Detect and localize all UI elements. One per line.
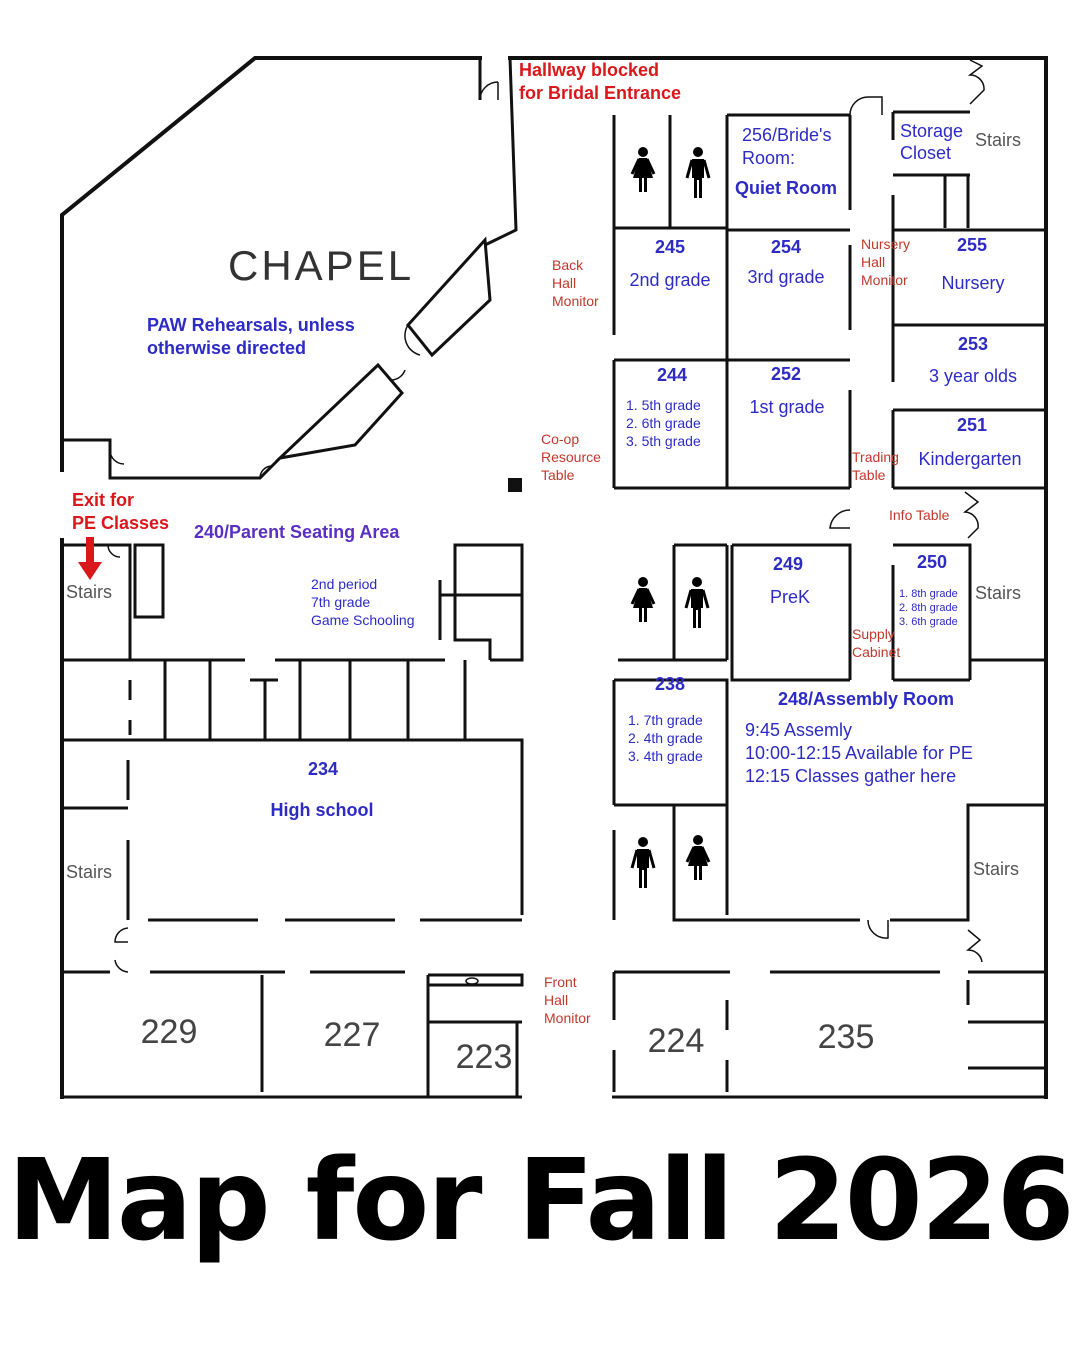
stairs-label: Stairs xyxy=(66,582,112,602)
room-238-list: 1. 7th grade 2. 4th grade 3. 4th grade xyxy=(628,712,707,764)
info-table-label: Info Table xyxy=(889,507,950,523)
chapel-walls xyxy=(62,57,518,480)
room-235-label: 235 xyxy=(818,1018,875,1056)
room-245-number: 245 xyxy=(655,237,685,257)
coop-resource-table-label: Co-op Resource Table xyxy=(541,431,605,483)
exit-arrow-icon xyxy=(78,537,102,580)
room-227-label: 227 xyxy=(324,1016,381,1054)
room-250-number: 250 xyxy=(917,552,947,572)
stairs-label: Stairs xyxy=(975,583,1021,603)
room-248-title: 248/Assembly Room xyxy=(778,689,954,709)
room-250-list: 1. 8th grade 2. 8th grade 3. 6th grade xyxy=(899,588,961,628)
stairs-label: Stairs xyxy=(66,862,112,882)
exit-notice: Exit for PE Classes xyxy=(72,490,169,533)
room-249-number: 249 xyxy=(773,554,803,574)
room-254-number: 254 xyxy=(771,237,801,257)
room-249-name: PreK xyxy=(770,587,810,607)
room-245-name: 2nd grade xyxy=(629,270,710,290)
quiet-room-label: Quiet Room xyxy=(735,178,837,198)
supply-cabinet-label: Supply Cabinet xyxy=(852,626,900,660)
room-252-name: 1st grade xyxy=(749,397,824,417)
male-restroom-icon xyxy=(684,575,710,630)
male-restroom-icon xyxy=(685,145,711,200)
back-hall-monitor-label: Back Hall Monitor xyxy=(552,257,599,309)
female-restroom-icon xyxy=(630,575,656,624)
front-hall-monitor-label: Front Hall Monitor xyxy=(544,974,591,1026)
assembly-schedule: 9:45 Assemly 10:00-12:15 Available for P… xyxy=(745,720,978,786)
room-234-number: 234 xyxy=(308,759,338,779)
parent-seating-label: 240/Parent Seating Area xyxy=(194,522,400,542)
page-title: Map for Fall 2026 xyxy=(7,1136,1074,1266)
room-254-name: 3rd grade xyxy=(747,267,824,287)
game-schooling-label: 2nd period 7th grade Game Schooling xyxy=(311,576,415,628)
room-244-list: 1. 5th grade 2. 6th grade 3. 5th grade xyxy=(626,397,705,449)
room-238-number: 238 xyxy=(655,674,685,694)
stairs-label: Stairs xyxy=(975,130,1021,150)
room-223-label: 223 xyxy=(456,1038,513,1076)
left-wing-walls xyxy=(62,543,524,1097)
floor-plan-map: Hallway blocked for Bridal Entrance Exit… xyxy=(60,56,1048,1099)
nursery-hall-monitor-label: Nursery Hall Monitor xyxy=(861,236,914,288)
outer-walls xyxy=(60,56,1048,1099)
female-restroom-icon xyxy=(685,833,711,882)
room-244-number: 244 xyxy=(657,365,687,385)
room-234-name: High school xyxy=(271,800,374,820)
room-255-name: Nursery xyxy=(941,273,1004,293)
room-251-number: 251 xyxy=(957,415,987,435)
room-224-label: 224 xyxy=(648,1022,705,1060)
stairs-label: Stairs xyxy=(973,859,1019,879)
room-255-number: 255 xyxy=(957,235,987,255)
room-253-name: 3 year olds xyxy=(929,366,1017,386)
male-restroom-icon xyxy=(630,835,656,890)
chapel-note: PAW Rehearsals, unless otherwise directe… xyxy=(147,315,360,358)
chapel-title: CHAPEL xyxy=(228,242,414,289)
room-252-number: 252 xyxy=(771,364,801,384)
right-wing-walls xyxy=(508,59,1046,1092)
female-restroom-icon xyxy=(630,145,656,194)
trading-table-label: Trading Table xyxy=(852,449,903,483)
storage-closet-label: Storage Closet xyxy=(900,121,968,163)
room-256-label: 256/Bride's Room: xyxy=(742,125,837,168)
room-251-name: Kindergarten xyxy=(918,449,1021,469)
room-229-label: 229 xyxy=(141,1013,198,1051)
room-253-number: 253 xyxy=(958,334,988,354)
hallway-notice: Hallway blocked for Bridal Entrance xyxy=(519,60,681,103)
